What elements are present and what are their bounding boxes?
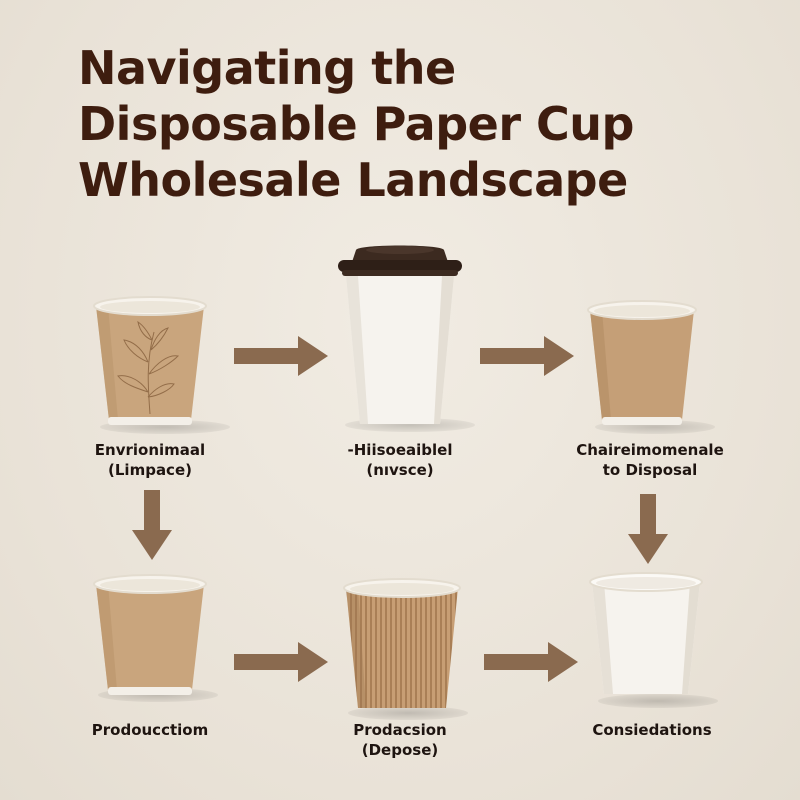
kraft-plain-cup-icon [93,574,207,695]
page-title: Navigating the Disposable Paper Cup Whol… [78,40,738,208]
node-label-top-right: Chaireimomenale to Disposal [576,441,724,479]
node-label-top-center: -Hiisoeaiblel (nıvsce) [347,441,453,479]
title-line-3: Wholesale Landscape [78,153,628,207]
cup-shadow [598,694,718,708]
title-line-2: Disposable Paper Cup [78,97,634,151]
white-lidded-cup-icon [338,245,462,424]
arrow-right-icon [234,336,328,376]
arrow-right-icon [234,642,328,682]
kraft-leaf-cup-icon [93,296,207,425]
arrow-right-icon [480,336,574,376]
node-label-bottom-left: Prodoucctiom [91,721,209,739]
arrow-right-icon [484,642,578,682]
kraft-ripple-cup-icon [343,578,461,708]
kraft-plain-cup-icon [587,300,697,425]
white-plain-cup-icon [589,572,703,694]
node-label-bottom-center: Prodacsion (Depose) [353,721,447,759]
cup-shadow [348,706,468,720]
title-line-1: Navigating the [78,41,456,95]
node-label-bottom-right: Consiedations [592,721,712,739]
node-label-top-left: Envrionimaal (Limpace) [94,441,206,479]
arrow-down-icon [132,490,172,560]
arrow-down-icon [628,494,668,564]
